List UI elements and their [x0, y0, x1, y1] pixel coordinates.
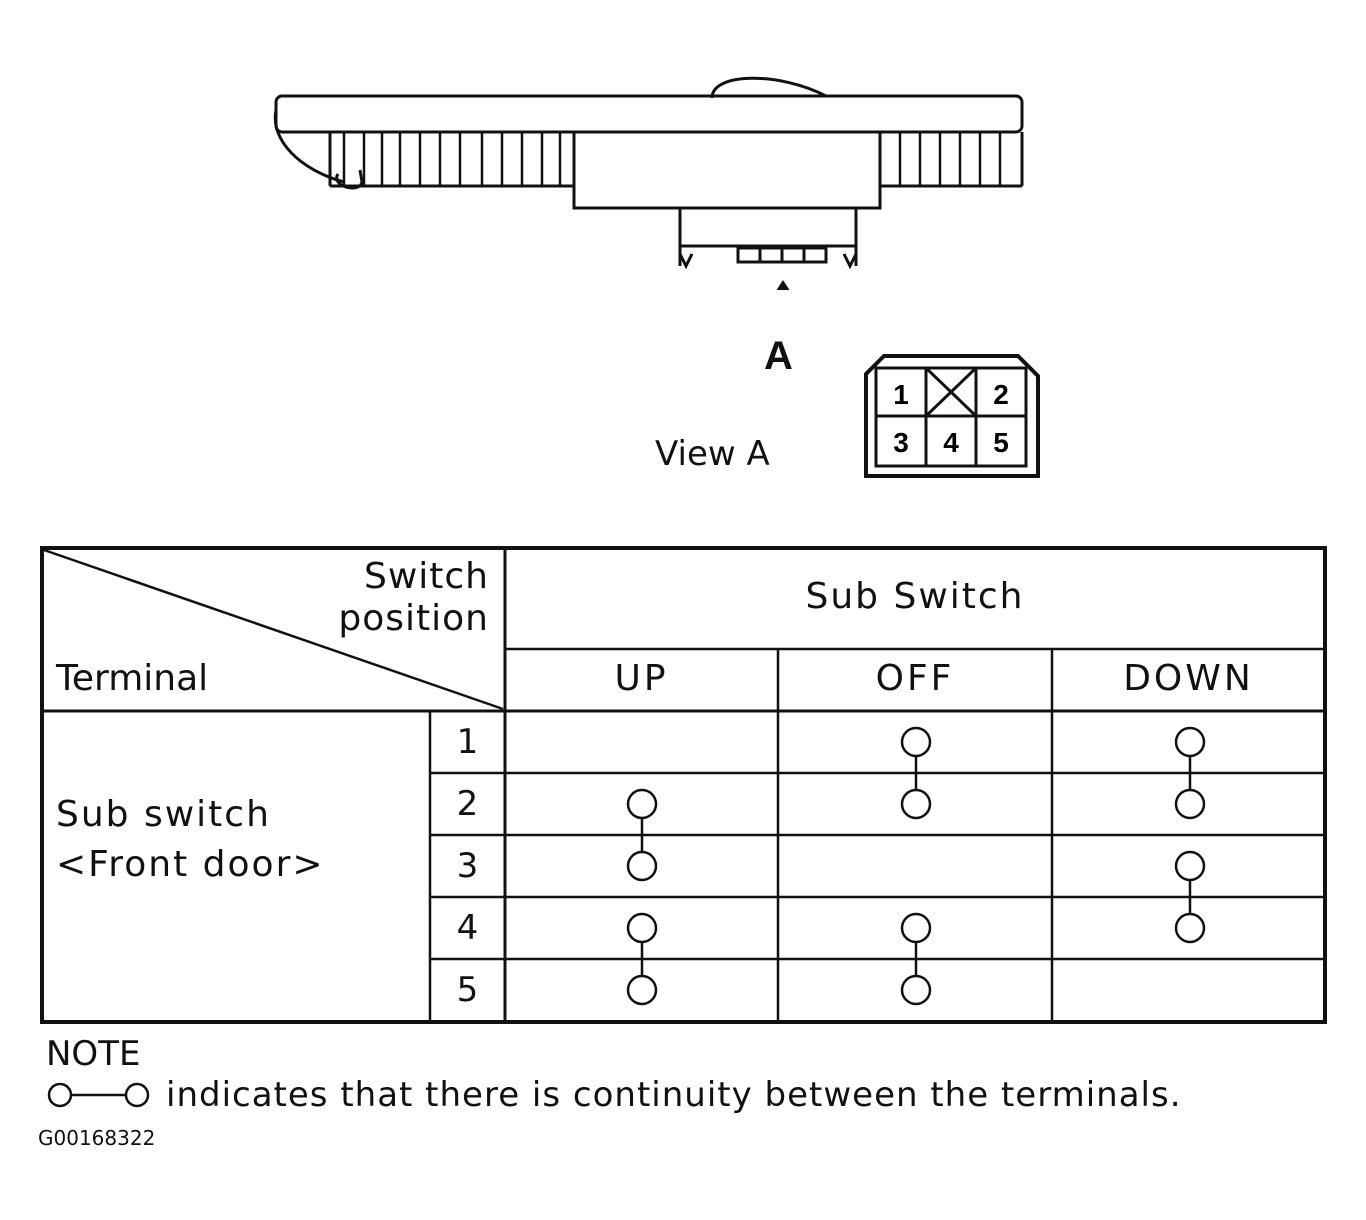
terminal-3: 3	[456, 846, 479, 886]
connector-face-view-a: 1 2 3 4 5	[864, 354, 1040, 478]
terminal-2: 2	[456, 784, 479, 824]
note-line: indicates that there is continuity betwe…	[46, 1075, 1182, 1115]
continuity-node-off-1	[900, 726, 932, 758]
continuity-node-off-4	[900, 912, 932, 944]
continuity-node-up-2	[626, 788, 658, 820]
note-text: indicates that there is continuity betwe…	[166, 1075, 1182, 1115]
view-arrow-icon	[776, 280, 790, 290]
header-terminal-label: Terminal	[56, 658, 209, 699]
column-off: OFF	[875, 658, 955, 699]
note-title: NOTE	[46, 1034, 141, 1074]
switch-assembly-drawing	[273, 76, 1024, 290]
continuity-symbol-icon	[47, 1082, 150, 1108]
table-grid	[40, 546, 1327, 1024]
terminal-1: 1	[456, 722, 479, 762]
continuity-node-down-2	[1174, 788, 1206, 820]
terminal-4: 4	[456, 908, 479, 948]
continuity-node-up-3	[626, 850, 658, 882]
connector-pin-1: 1	[893, 379, 909, 410]
header-position-label: position	[338, 598, 489, 639]
continuity-node-up-4	[626, 912, 658, 944]
connector-pin-5: 5	[993, 427, 1009, 458]
continuity-node-down-3	[1174, 850, 1206, 882]
header-sub-switch: Sub Switch	[805, 576, 1025, 617]
row-group-sublabel: <Front door>	[56, 844, 325, 885]
continuity-node-off-2	[900, 788, 932, 820]
header-switch-label: Switch	[363, 556, 489, 597]
connector-pin-4: 4	[943, 427, 959, 458]
view-a-label: View A	[655, 434, 770, 474]
continuity-node-off-5	[900, 974, 932, 1006]
continuity-node-down-1	[1174, 726, 1206, 758]
connector-pin-2: 2	[993, 379, 1009, 410]
column-down: DOWN	[1123, 658, 1254, 699]
figure-code: G00168322	[38, 1126, 156, 1150]
continuity-node-down-4	[1174, 912, 1206, 944]
continuity-table: Switch position Terminal Sub Switch UP O…	[40, 546, 1327, 1024]
view-arrow-label: A	[764, 334, 793, 378]
terminal-5: 5	[456, 970, 479, 1010]
connector-pin-3: 3	[893, 427, 909, 458]
continuity-node-up-5	[626, 974, 658, 1006]
row-group-label: Sub switch	[56, 794, 271, 835]
column-up: UP	[614, 658, 669, 699]
